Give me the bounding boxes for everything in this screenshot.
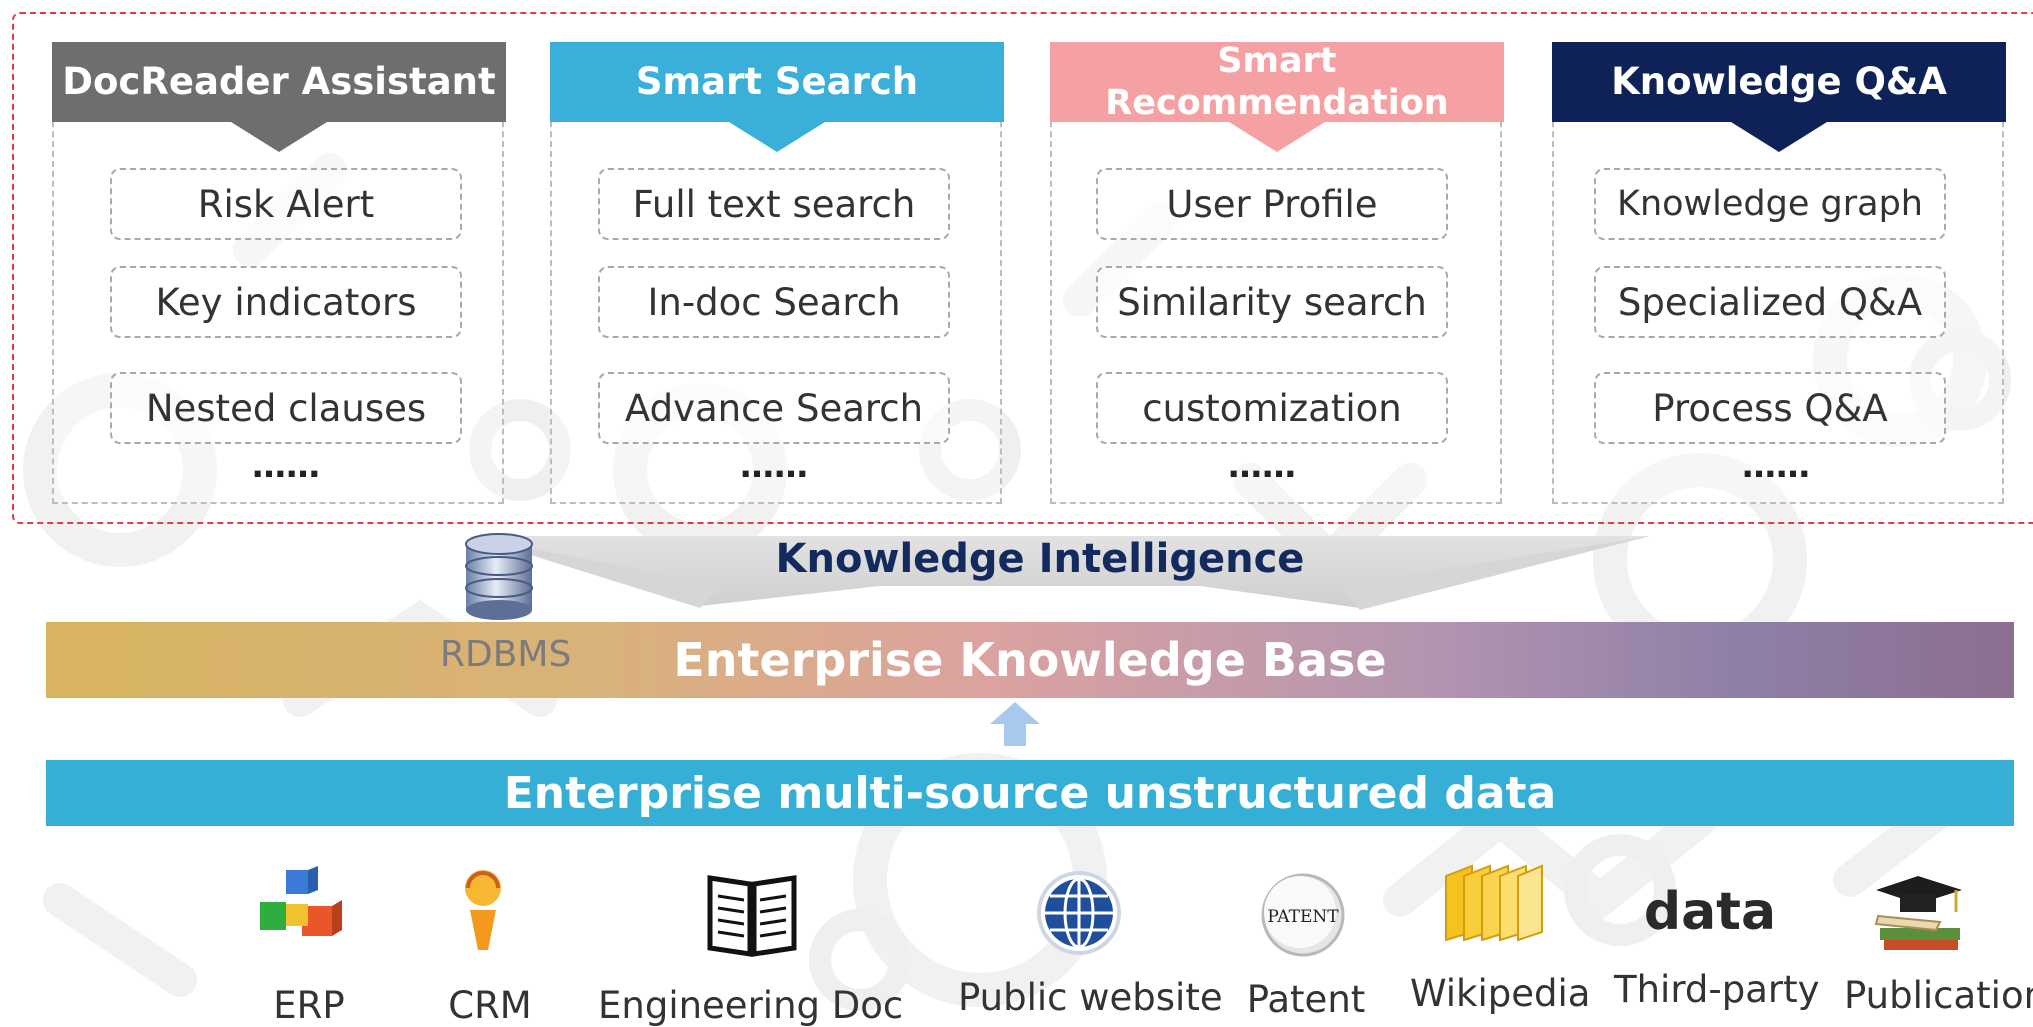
feature-knowledge-graph: Knowledge graph bbox=[1594, 168, 1946, 240]
header-pointer bbox=[1731, 122, 1827, 152]
open-book-icon bbox=[707, 875, 797, 957]
globe-icon bbox=[1037, 871, 1121, 955]
person-icon bbox=[465, 870, 501, 950]
module-title-smart-search: Smart Search bbox=[635, 60, 919, 103]
source-label-engineering-doc: Engineering Doc bbox=[598, 984, 904, 1027]
more-ellipsis: …… bbox=[1742, 446, 1810, 486]
rdbms-label: RDBMS bbox=[440, 634, 572, 675]
module-header-knowledge-qa: Knowledge Q&A bbox=[1552, 42, 2006, 152]
module-title-smart-recommendation: Smart Recommendation bbox=[1105, 41, 1449, 123]
source-label-publication: Publication bbox=[1844, 974, 2033, 1017]
up-arrow-icon bbox=[990, 702, 1040, 746]
source-label-patent: Patent bbox=[1246, 978, 1366, 1021]
source-label-third-party: Third-party bbox=[1614, 968, 1820, 1011]
source-label-crm: CRM bbox=[448, 984, 532, 1027]
knowledge-intelligence-label: Knowledge Intelligence bbox=[775, 536, 1305, 582]
cubes-icon bbox=[260, 866, 342, 936]
svg-text:PATENT: PATENT bbox=[1267, 907, 1339, 927]
feature-process-qa: Process Q&A bbox=[1594, 372, 1946, 444]
feature-specialized-qa: Specialized Q&A bbox=[1594, 266, 1946, 338]
module-title-docreader: DocReader Assistant bbox=[62, 60, 496, 103]
unstructured-data-title: Enterprise multi-source unstructured dat… bbox=[503, 767, 1557, 819]
module-title-knowledge-qa: Knowledge Q&A bbox=[1611, 60, 1947, 103]
enterprise-knowledge-base-bar: Enterprise Knowledge Base bbox=[46, 622, 2014, 698]
patent-seal-icon: PATENT bbox=[1261, 873, 1345, 957]
header-pointer bbox=[1229, 122, 1325, 152]
stacked-pages-icon bbox=[1445, 864, 1543, 942]
feature-in-doc-search: In-doc Search bbox=[598, 266, 950, 338]
source-label-erp: ERP bbox=[273, 984, 345, 1027]
header-pointer bbox=[231, 122, 327, 152]
module-header-docreader: DocReader Assistant bbox=[52, 42, 506, 152]
module-header-smart-recommendation: Smart Recommendation bbox=[1050, 41, 1504, 152]
header-pointer bbox=[729, 122, 825, 152]
source-label-wikipedia: Wikipedia bbox=[1410, 972, 1591, 1015]
data-word-icon: data bbox=[1643, 882, 1777, 942]
enterprise-knowledge-base-title: Enterprise Knowledge Base bbox=[673, 633, 1387, 687]
feature-nested-clauses: Nested clauses bbox=[110, 372, 462, 444]
feature-key-indicators: Key indicators bbox=[110, 266, 462, 338]
feature-full-text-search: Full text search bbox=[598, 168, 950, 240]
module-header-smart-search: Smart Search bbox=[550, 42, 1004, 152]
feature-user-profile: User Profile bbox=[1096, 168, 1448, 240]
database-icon bbox=[465, 533, 533, 620]
unstructured-data-bar: Enterprise multi-source unstructured dat… bbox=[46, 760, 2014, 826]
graduation-cap-books-icon bbox=[1874, 876, 1962, 950]
feature-risk-alert: Risk Alert bbox=[110, 168, 462, 240]
source-label-public-website: Public website bbox=[958, 976, 1223, 1019]
feature-customization: customization bbox=[1096, 372, 1448, 444]
knowledge-intelligence-funnel bbox=[470, 536, 1650, 610]
more-ellipsis: …… bbox=[740, 446, 808, 486]
feature-advance-search: Advance Search bbox=[598, 372, 950, 444]
top-dashed-frame bbox=[12, 12, 2033, 524]
feature-similarity-search: Similarity search bbox=[1096, 266, 1448, 338]
more-ellipsis: …… bbox=[1228, 446, 1296, 486]
more-ellipsis: …… bbox=[252, 446, 320, 486]
